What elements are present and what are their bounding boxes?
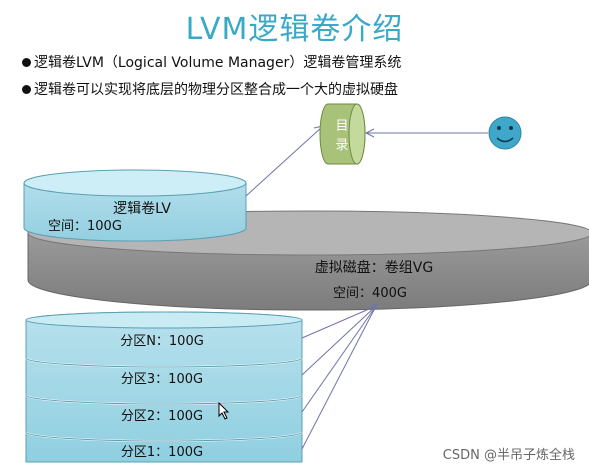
mouse-cursor-icon — [218, 402, 230, 420]
vg-space: 空间：400G — [333, 286, 407, 301]
bullet-text-2: 逻辑卷可以实现将底层的物理分区整合成一个大的虚拟硬盘 — [34, 82, 398, 98]
lv-space: 空间：100G — [48, 219, 122, 234]
smiley-to-directory-arrow — [364, 128, 488, 138]
vg-label: 虚拟磁盘：卷组VG — [315, 259, 433, 276]
partition-connector-lines — [301, 303, 378, 450]
watermark: CSDN @半吊子炼全栈 — [442, 448, 575, 463]
lv-to-directory-line — [245, 125, 324, 197]
partition-1-label: 分区1：100G — [121, 445, 203, 460]
directory-cylinder — [319, 103, 366, 165]
partition-stack — [25, 311, 303, 463]
bullet-dot — [22, 84, 31, 94]
partition-2-label: 分区2：100G — [121, 409, 203, 424]
bullet-text-1: 逻辑卷LVM（Logical Volume Manager）逻辑卷管理系统 — [34, 55, 402, 71]
directory-label-top: 目 — [335, 119, 348, 134]
smiley-icon — [488, 116, 522, 150]
directory-label-bottom: 录 — [335, 138, 348, 153]
bullet-item-1: 逻辑卷LVM（Logical Volume Manager）逻辑卷管理系统 — [22, 52, 401, 72]
slide-title: LVM逻辑卷介绍 — [185, 12, 404, 47]
logical-volume-cylinder — [23, 169, 247, 242]
lv-label: 逻辑卷LV — [113, 201, 171, 217]
partition-3-label: 分区3：100G — [121, 372, 203, 387]
partition-n-label: 分区N：100G — [120, 334, 204, 349]
bullet-dot — [22, 57, 31, 67]
bullet-item-2: 逻辑卷可以实现将底层的物理分区整合成一个大的虚拟硬盘 — [22, 79, 398, 99]
